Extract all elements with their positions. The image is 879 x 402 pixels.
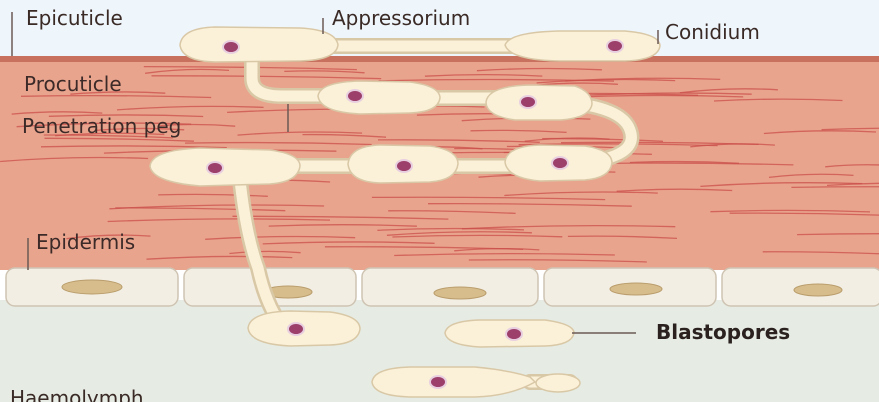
- budding-cell: [536, 374, 580, 392]
- nucleus: [430, 376, 446, 388]
- conidium-label: Conidium: [665, 22, 760, 42]
- hyphal-cell: [486, 85, 592, 120]
- appressorium-label: Appressorium: [332, 8, 470, 28]
- nucleus: [552, 157, 568, 169]
- procuticle-label: Procuticle: [24, 74, 122, 94]
- hyphal-cell: [150, 148, 300, 186]
- epidermis-nucleus: [794, 284, 842, 296]
- appressorium-cell: [180, 27, 338, 62]
- hyphal-cell: [318, 81, 440, 114]
- blastospore-cell: [372, 367, 535, 397]
- haemolymph-label: Haemolymph: [10, 388, 144, 402]
- nucleus: [288, 323, 304, 335]
- epicuticle-label: Epicuticle: [26, 8, 123, 28]
- nucleus: [223, 41, 239, 53]
- epidermis-label: Epidermis: [36, 232, 135, 252]
- nucleus: [506, 328, 522, 340]
- nucleus: [207, 162, 223, 174]
- penetration-peg-label: Penetration peg: [22, 116, 181, 136]
- conidium-cell: [505, 31, 660, 61]
- nucleus: [607, 40, 623, 52]
- epicuticle-boundary: [0, 56, 879, 62]
- epidermis-nucleus: [62, 280, 122, 294]
- epidermis-nucleus: [434, 287, 486, 299]
- nucleus: [396, 160, 412, 172]
- blastopores-label: Blastopores: [656, 322, 790, 342]
- epidermis-nucleus: [610, 283, 662, 295]
- nucleus: [347, 90, 363, 102]
- epidermis-cells: [6, 268, 879, 306]
- nucleus: [520, 96, 536, 108]
